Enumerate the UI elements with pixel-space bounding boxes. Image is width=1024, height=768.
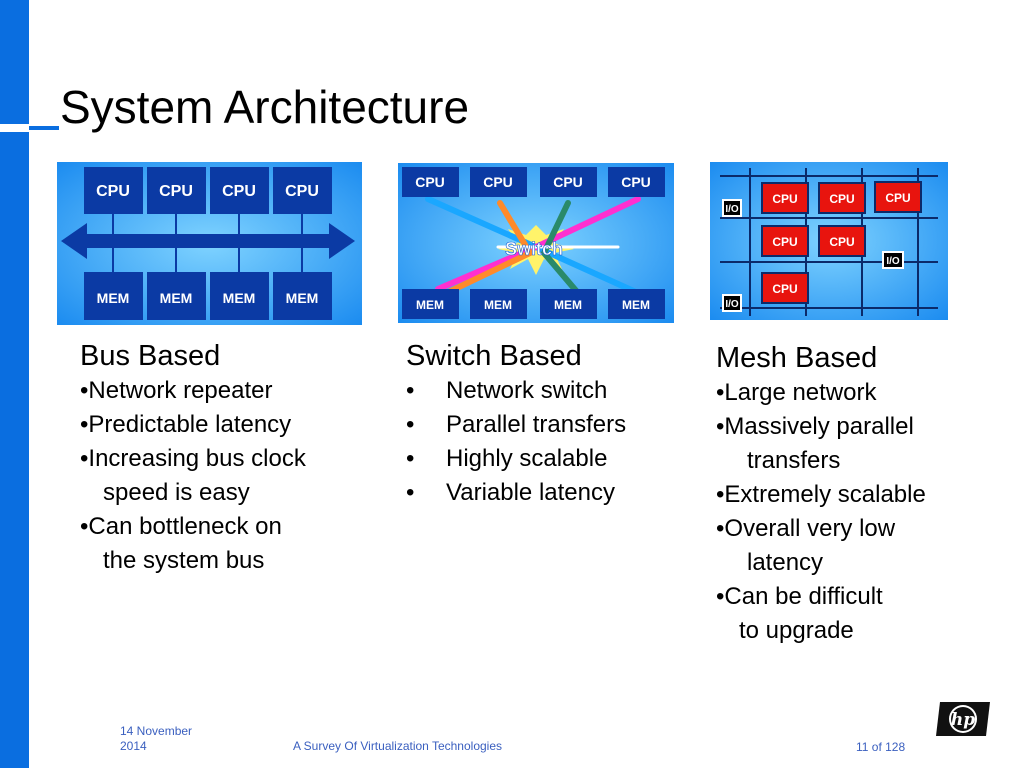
footer-date-line: 2014: [120, 739, 147, 753]
switch-item-label: Network switch: [446, 377, 608, 404]
mesh-cpu-label: CPU: [885, 191, 910, 205]
mesh-io-label: I/O: [725, 299, 739, 310]
switch-item: • Highly scalable: [406, 442, 626, 476]
mesh-item: •Extremely scalable: [716, 481, 926, 508]
bullet: •: [406, 377, 415, 404]
mesh-item-continuation: to upgrade: [739, 617, 854, 644]
switch-cpu-label: CPU: [553, 174, 583, 190]
bullet: •: [406, 479, 415, 506]
switch-item-label: Parallel transfers: [446, 411, 627, 438]
mesh-item: •Large network: [716, 379, 877, 406]
bus-diagram: CPU CPU CPU CPU MEM MEM MEM MEM: [57, 162, 362, 325]
bullet: •: [406, 411, 415, 438]
mesh-cpu-label: CPU: [772, 282, 797, 296]
bus-item-continuation: speed is easy: [103, 479, 250, 506]
mesh-io-label: I/O: [725, 204, 739, 215]
bus-mem-label: MEM: [160, 290, 193, 306]
mesh-cpu-label: CPU: [829, 192, 854, 206]
mesh-item-continuation: latency: [747, 549, 824, 576]
switch-cpu-label: CPU: [621, 174, 651, 190]
bus-mem-label: MEM: [286, 290, 319, 306]
switch-heading: Switch Based: [406, 340, 582, 372]
switch-diagram: CPU CPU CPU CPU MEM MEM MEM MEM Switch: [398, 163, 674, 323]
switch-center-label: Switch: [505, 239, 563, 259]
bus-item: •Predictable latency: [80, 411, 292, 438]
switch-mem-label: MEM: [484, 298, 512, 312]
switch-item: • Network switch: [406, 374, 626, 408]
bus-column: Bus Based •Network repeater •Predictable…: [80, 338, 306, 578]
bus-mem-label: MEM: [97, 290, 130, 306]
bus-cpu-label: CPU: [285, 183, 319, 200]
bus-heading: Bus Based: [80, 340, 221, 372]
bus-item: •Increasing bus clock: [80, 445, 306, 472]
switch-item-label: Variable latency: [446, 479, 615, 506]
switch-cpu-label: CPU: [483, 174, 513, 190]
title-accent-rule: [29, 126, 59, 130]
switch-item-label: Highly scalable: [446, 445, 608, 472]
bus-mem-label: MEM: [223, 290, 256, 306]
hp-logo: hp: [934, 700, 994, 738]
switch-item: • Parallel transfers: [406, 408, 626, 442]
mesh-heading: Mesh Based: [716, 342, 878, 374]
mesh-column: Mesh Based •Large network •Massively par…: [716, 340, 926, 648]
bus-item: •Can bottleneck on: [80, 513, 282, 540]
footer-page-number: 11 of 128: [856, 740, 906, 754]
switch-cpu-label: CPU: [415, 174, 445, 190]
mesh-cpu-label: CPU: [772, 235, 797, 249]
slide-title: System Architecture: [60, 81, 470, 133]
mesh-item: •Overall very low: [716, 515, 896, 542]
bullet: •: [406, 445, 415, 472]
mesh-io-label: I/O: [886, 256, 900, 267]
left-accent-bar: [0, 0, 29, 768]
mesh-item-continuation: transfers: [747, 447, 841, 474]
switch-mem-label: MEM: [554, 298, 582, 312]
bus-cpu-label: CPU: [159, 183, 193, 200]
mesh-item: •Can be difficult: [716, 583, 883, 610]
switch-mem-label: MEM: [622, 298, 650, 312]
mesh-cpu-label: CPU: [772, 192, 797, 206]
mesh-cpu-label: CPU: [829, 235, 854, 249]
footer-presentation-title: A Survey Of Virtualization Technologies: [293, 739, 503, 753]
accent-bar-notch: [0, 124, 29, 132]
mesh-diagram: CPU CPU CPU CPU CPU CPU I/O I/O I/O: [710, 162, 948, 320]
footer-date-line: 14 November: [120, 724, 193, 738]
switch-column: Switch Based • Network switch • Parallel t…: [406, 338, 626, 510]
bus-cpu-label: CPU: [222, 183, 256, 200]
bus-cpu-label: CPU: [96, 183, 130, 200]
mesh-item: •Massively parallel: [716, 413, 914, 440]
switch-item: • Variable latency: [406, 476, 626, 510]
footer-date: 14 November 2014: [120, 724, 192, 754]
bus-item-continuation: the system bus: [103, 547, 265, 574]
switch-mem-label: MEM: [416, 298, 444, 312]
bus-item: •Network repeater: [80, 377, 273, 404]
hp-logo-text: hp: [951, 710, 975, 730]
